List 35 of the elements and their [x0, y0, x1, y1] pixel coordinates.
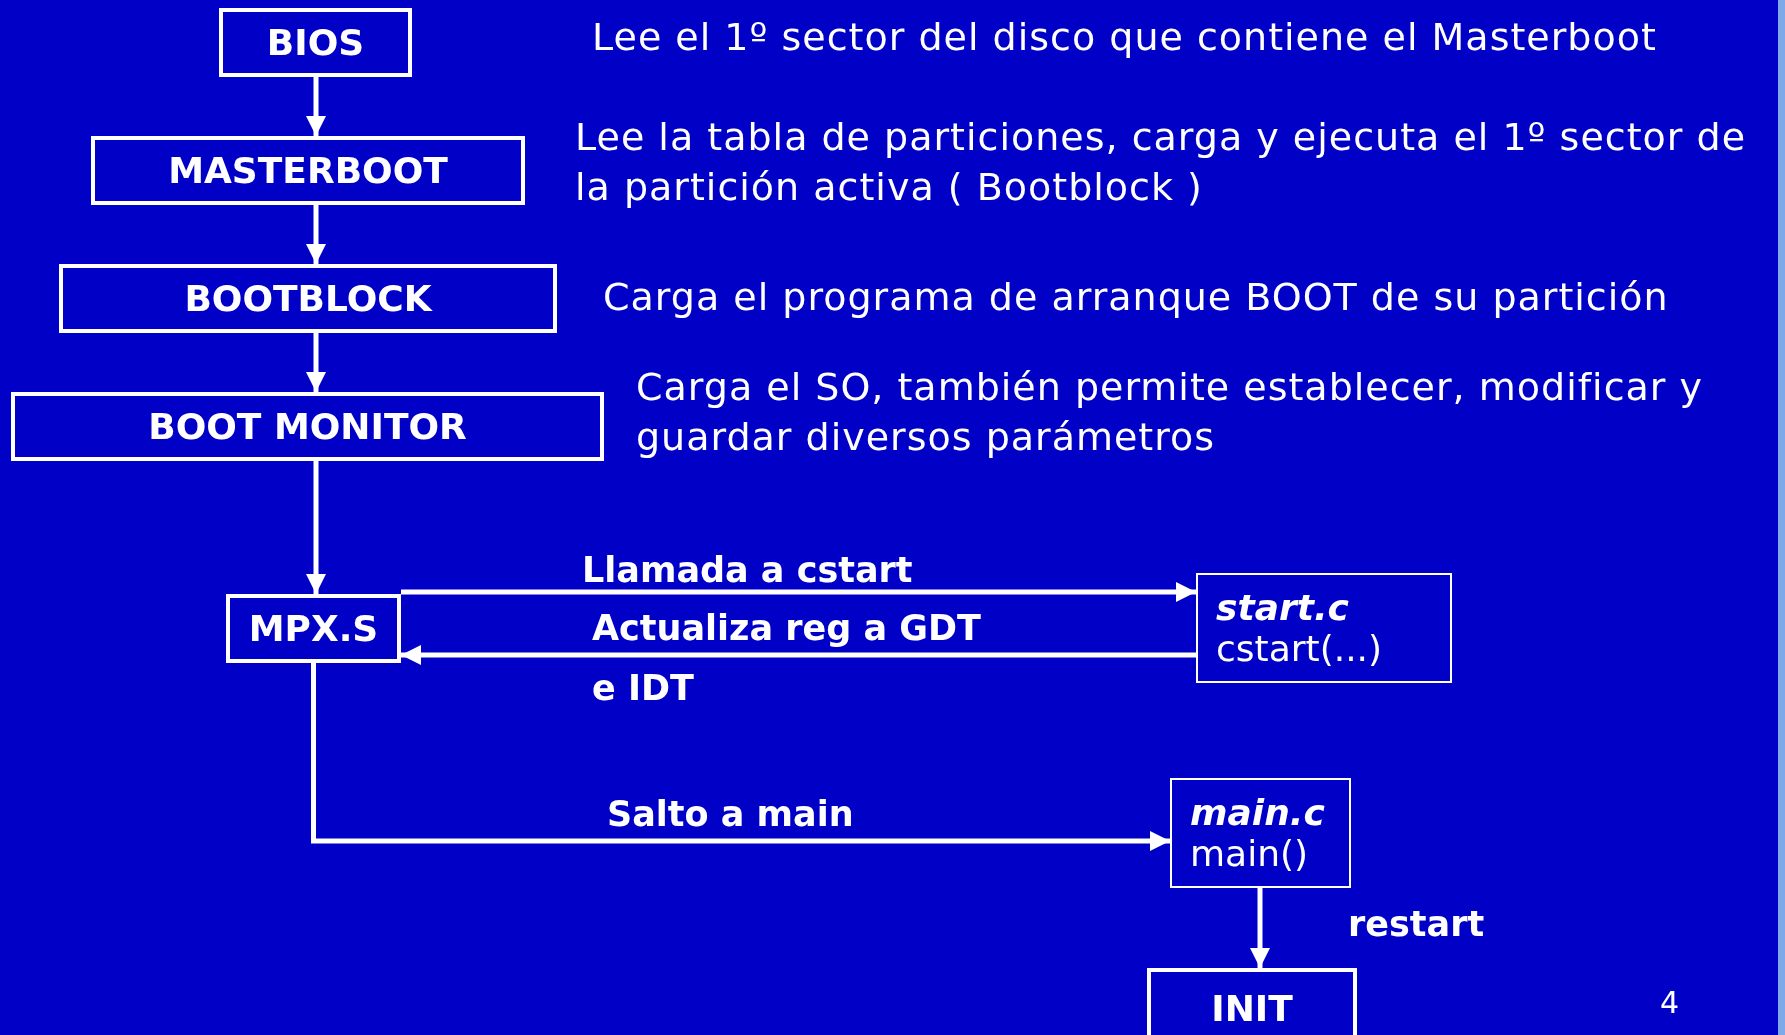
edge-label: Salto a main	[607, 793, 855, 836]
file-name: start.c	[1216, 587, 1350, 628]
process-box	[226, 594, 401, 663]
box-label: BOOTBLOCK	[184, 278, 432, 319]
arrow	[311, 663, 1170, 851]
file-name: main.c	[1190, 792, 1326, 833]
process-box	[1170, 778, 1351, 888]
edge-label: restart	[1348, 903, 1486, 946]
arrow	[306, 461, 326, 594]
arrow	[306, 77, 326, 136]
description-text: Lee la tabla de particiones, carga y ejecuta el 1º sector de la partición activa ( Bootblock )	[575, 114, 1748, 211]
process-box	[11, 392, 604, 461]
arrow	[306, 333, 326, 392]
box-label: INIT	[1211, 987, 1293, 1029]
function-name: cstart(...)	[1216, 628, 1384, 669]
function-name: main()	[1190, 833, 1310, 874]
arrow	[306, 205, 326, 264]
process-box	[59, 264, 557, 333]
page-number: 4	[1660, 985, 1681, 1020]
process-box	[91, 136, 525, 205]
arrow	[401, 582, 1196, 602]
edge-label: Actualiza reg a GDT e IDT	[592, 607, 982, 710]
arrow	[1250, 888, 1270, 968]
box-label: BIOS	[266, 22, 365, 63]
process-box	[1196, 573, 1452, 683]
process-box	[1147, 968, 1357, 1035]
box-label: BOOT MONITOR	[148, 406, 467, 447]
description-text: Lee el 1º sector del disco que contiene el Masterboot	[592, 14, 1658, 61]
description-text: Carga el programa de arranque BOOT de su partición	[603, 274, 1670, 321]
edge-label: Llamada a cstart	[582, 549, 914, 592]
box-label: MPX.S	[248, 608, 379, 649]
description-text: Carga el SO, también permite establecer, modificar y guardar diversos parámetros	[636, 364, 1704, 461]
arrow	[401, 645, 1196, 665]
box-label: MASTERBOOT	[168, 150, 448, 191]
process-box	[219, 8, 412, 77]
